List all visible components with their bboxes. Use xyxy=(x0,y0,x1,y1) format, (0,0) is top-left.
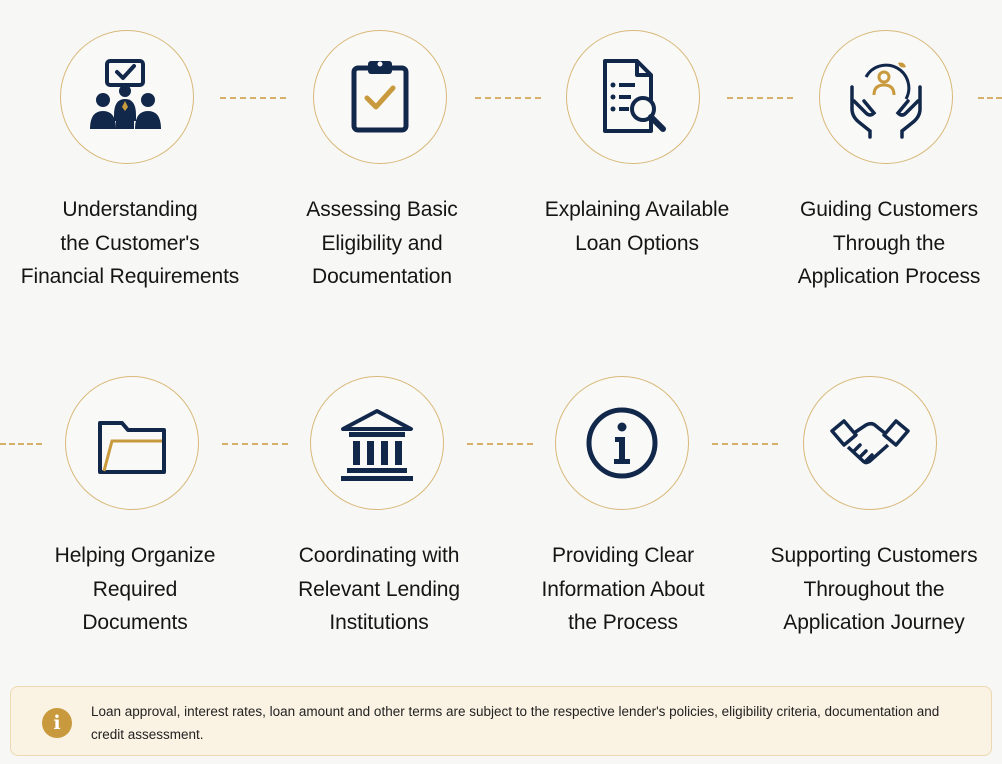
step-5-label: Helping Organize Required Documents xyxy=(54,544,216,634)
info-icon xyxy=(586,407,658,479)
step-6-circle xyxy=(310,376,444,510)
connector xyxy=(727,97,793,99)
step-4-circle xyxy=(819,30,953,164)
connector xyxy=(0,443,42,445)
step-3-label: Explaining Available Loan Options xyxy=(544,198,730,255)
hands-person-icon xyxy=(850,62,922,139)
step-2-circle xyxy=(313,30,447,164)
connector xyxy=(475,97,541,99)
disclaimer-notice: i Loan approval, interest rates, loan am… xyxy=(10,686,992,756)
document-search-icon xyxy=(603,59,666,133)
step-1-circle xyxy=(60,30,194,164)
step-3-circle xyxy=(566,30,700,164)
step-5-circle xyxy=(65,376,199,510)
connector xyxy=(712,443,778,445)
disclaimer-text: Loan approval, interest rates, loan amou… xyxy=(91,704,940,742)
step-6-label: Coordinating with Relevant Lending Insti… xyxy=(298,544,460,634)
step-1-label: Understanding the Customer's Financial R… xyxy=(20,198,240,288)
step-8-label: Supporting Customers Throughout the Appl… xyxy=(770,544,978,634)
info-icon: i xyxy=(42,708,72,738)
connector xyxy=(467,443,533,445)
handshake-icon xyxy=(830,419,910,465)
bank-icon xyxy=(341,409,413,481)
step-7-label: Providing Clear Information About the Pr… xyxy=(541,544,705,634)
step-8-circle xyxy=(803,376,937,510)
connector xyxy=(222,443,288,445)
connector xyxy=(220,97,286,99)
step-4-label: Guiding Customers Through the Applicatio… xyxy=(797,198,981,288)
connector xyxy=(978,97,1002,99)
folder-icon xyxy=(98,421,166,474)
step-7-circle xyxy=(555,376,689,510)
clipboard-check-icon xyxy=(351,61,409,133)
consultation-icon xyxy=(90,59,161,129)
step-2-label: Assessing Basic Eligibility and Document… xyxy=(306,198,458,288)
